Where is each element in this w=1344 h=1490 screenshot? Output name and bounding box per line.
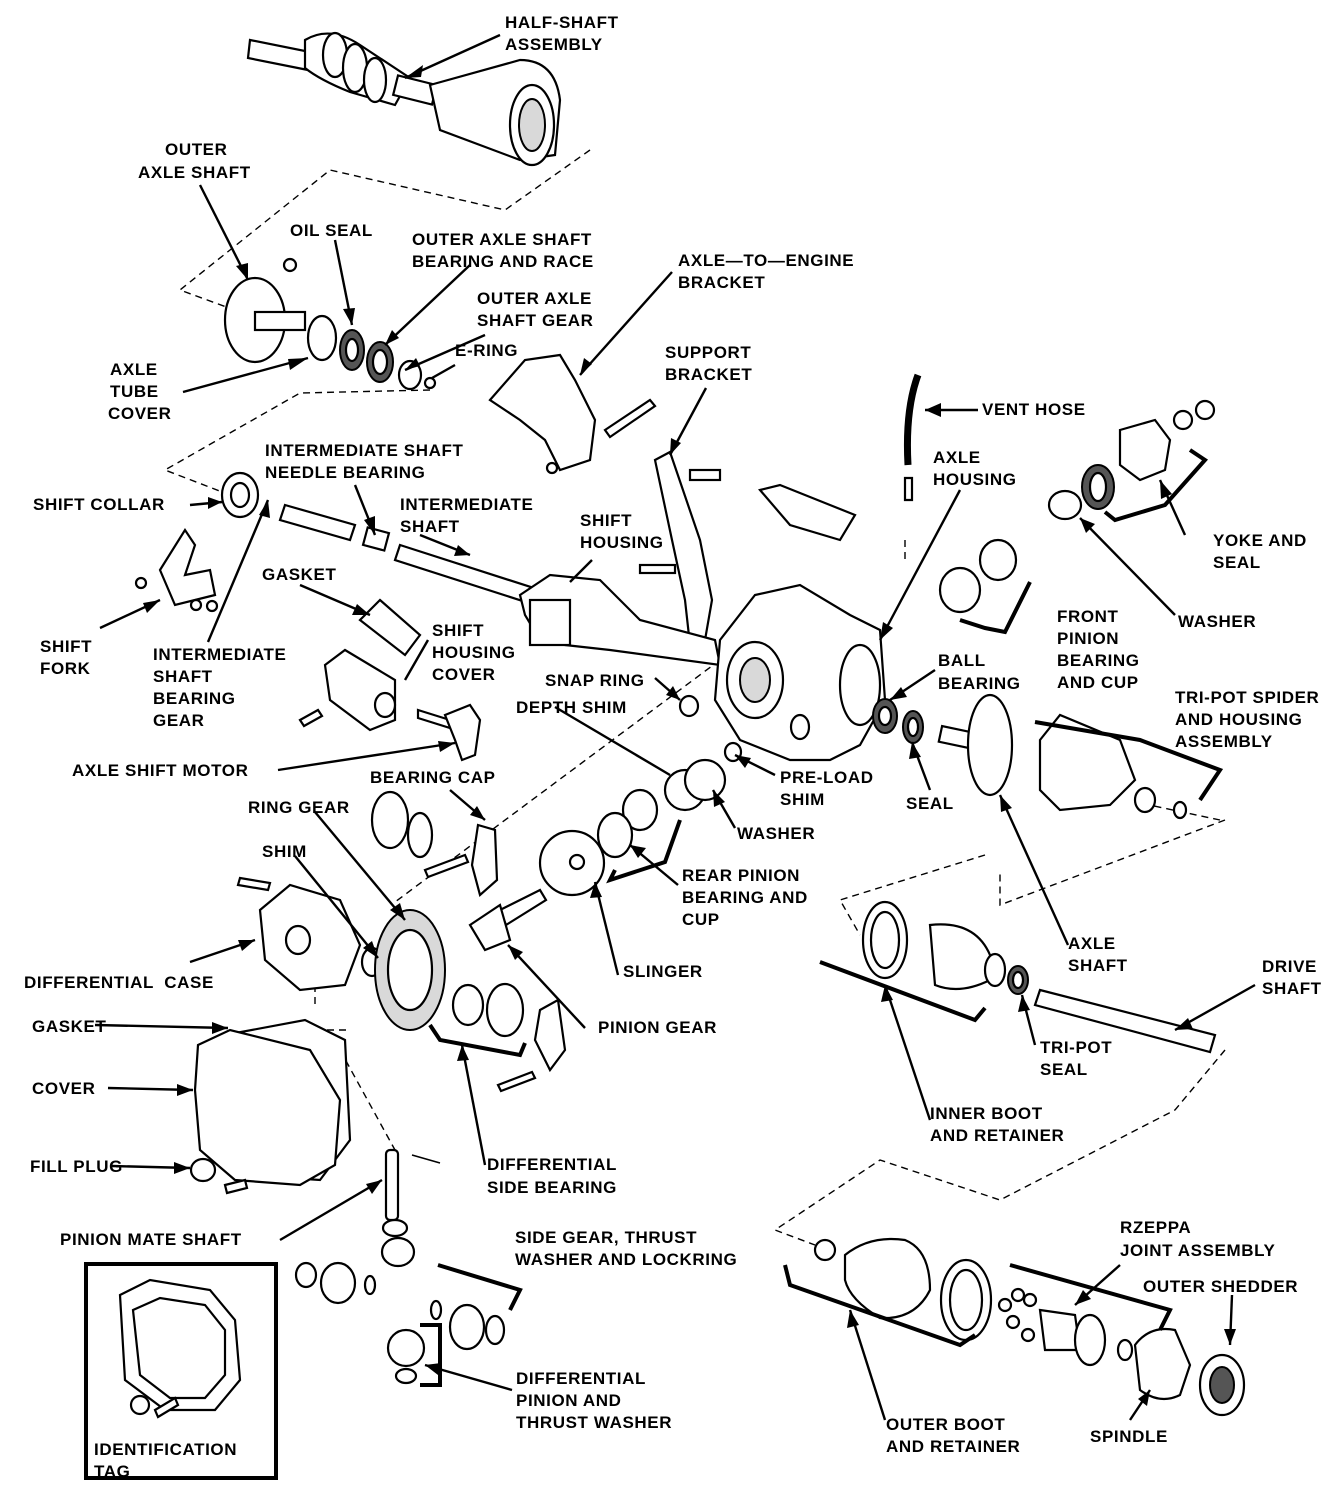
label-depth-shim: DEPTH SHIM	[516, 698, 627, 717]
rzeppa-joint-part	[997, 1287, 1134, 1367]
label-gasket-top: GASKET	[262, 565, 336, 584]
label-cover: COVER	[32, 1079, 95, 1098]
label-pinion-mate-shaft: PINION MATE SHAFT	[60, 1230, 242, 1249]
label-slinger: SLINGER	[623, 962, 703, 981]
bearing-cap-part	[370, 790, 499, 898]
label-e-ring: E-RING	[455, 341, 518, 360]
ball-bearing-part	[872, 698, 924, 744]
label-differential-case: DIFFERENTIAL CASE	[24, 973, 214, 992]
differential-case-part	[236, 876, 446, 1031]
label-outer-shedder: OUTER SHEDDER	[1143, 1277, 1298, 1296]
label-axle-shift-motor: AXLE SHIFT MOTOR	[72, 761, 248, 780]
outer-axle-shaft-part	[223, 257, 437, 391]
axle-housing-part	[713, 583, 887, 762]
label-ring-gear: RING GEAR	[248, 798, 350, 817]
pinion-gear-part	[468, 888, 548, 952]
label-bearing-cap: BEARING CAP	[370, 768, 496, 787]
label-fill-plug: FILL PLUG	[30, 1157, 123, 1176]
label-vent-hose: VENT HOSE	[982, 400, 1086, 419]
label-washer-right: WASHER	[1178, 612, 1256, 631]
grouping-brackets	[420, 448, 1224, 1387]
spindle-part	[1133, 1327, 1246, 1417]
axle-to-engine-bracket-part	[488, 353, 657, 475]
shift-housing-cover-part	[298, 598, 422, 732]
support-bracket-part	[638, 450, 857, 647]
label-seal: SEAL	[906, 794, 954, 813]
label-oil-seal: OIL SEAL	[290, 221, 373, 240]
yoke-and-seal-part	[1047, 399, 1216, 521]
label-washer-mid: WASHER	[737, 824, 815, 843]
label-spindle: SPINDLE	[1090, 1427, 1168, 1446]
label-pinion-gear: PINION GEAR	[598, 1018, 717, 1037]
side-gear-part	[429, 1299, 506, 1351]
identification-tag-part	[118, 1278, 242, 1419]
axle-shift-motor-part	[416, 703, 482, 762]
front-pinion-bearing-part	[938, 538, 1018, 614]
shift-fork-part	[134, 527, 219, 613]
cover-part	[189, 1018, 352, 1195]
vent-hose-part	[903, 373, 922, 502]
half-shaft-assembly-part	[246, 31, 562, 167]
pinion-mate-shaft-part	[294, 1148, 441, 1385]
shift-housing-part	[518, 573, 722, 667]
label-snap-ring: SNAP RING	[545, 671, 645, 690]
differential-side-bearing-part	[451, 982, 567, 1093]
outer-boot-part	[813, 1237, 993, 1342]
identification-tag-box	[84, 1262, 278, 1480]
label-gasket-bottom: GASKET	[32, 1017, 106, 1036]
inner-boot-part	[861, 900, 1217, 1054]
tri-pot-assembly-part	[937, 693, 1188, 820]
intermediate-shaft-part	[220, 471, 542, 607]
label-shim: SHIM	[262, 842, 307, 861]
pinion-shim-group-part	[538, 694, 743, 897]
label-shift-collar: SHIFT COLLAR	[33, 495, 165, 514]
arrowheads	[143, 65, 1236, 1406]
